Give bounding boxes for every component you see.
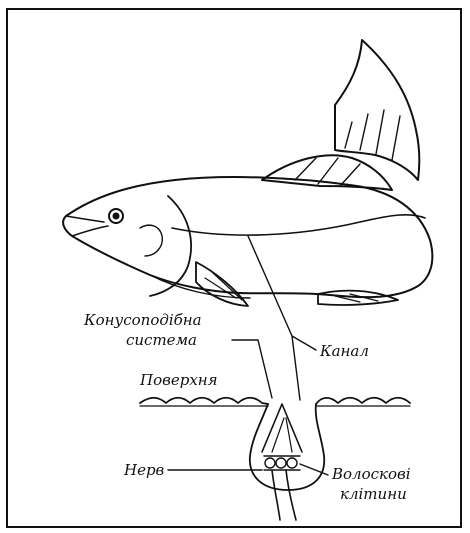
cone-system-leader	[232, 340, 272, 398]
lateral-line	[172, 215, 425, 235]
canal-label: Канал	[320, 343, 369, 360]
hair-cells	[264, 456, 300, 470]
hair-cells-label-line2: клітини	[340, 486, 407, 503]
pectoral-fin	[196, 262, 248, 306]
surface-label: Поверхня	[140, 372, 218, 389]
skin-surface	[140, 398, 268, 404]
hair-cells-label-line1: Волоскові	[332, 466, 411, 483]
cupula-cone	[262, 404, 302, 452]
cone-system-label-line2: система	[126, 332, 197, 349]
nerve-fibres	[272, 470, 296, 520]
nerve-label: Нерв	[124, 462, 164, 479]
canal-callout-line	[248, 236, 300, 400]
cone-system-label-line1: Конусоподібна	[84, 312, 202, 329]
caudal-fin	[335, 40, 419, 180]
